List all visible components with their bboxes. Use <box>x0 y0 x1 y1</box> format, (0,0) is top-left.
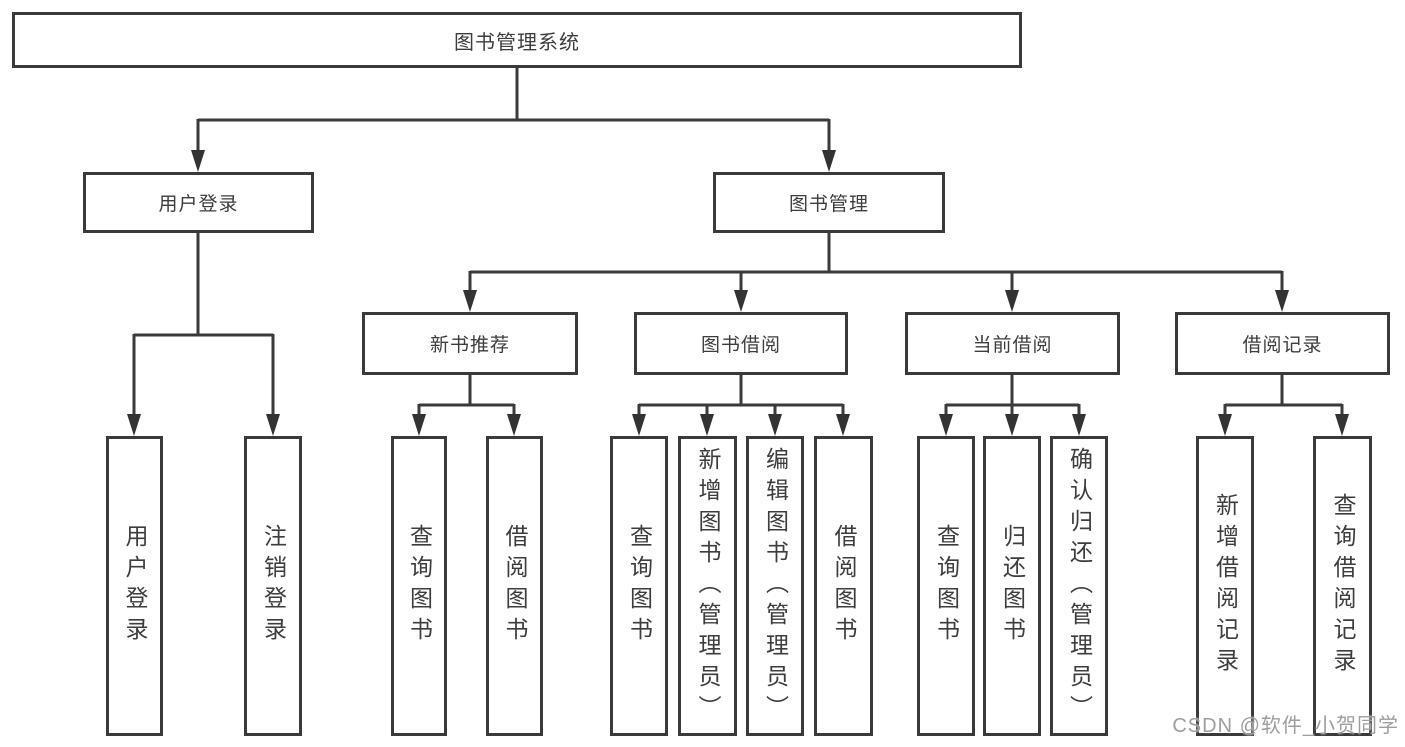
arrowhead-icons <box>127 150 1349 436</box>
leaf-query-borrow-record-label: 查询借阅记录 <box>1330 493 1356 679</box>
node-book-management: 图书管理 <box>713 172 945 233</box>
leaf-add-books-admin-label: 新增图书（管理员） <box>695 446 721 726</box>
leaf-edit-books-admin-label: 编辑图书（管理员） <box>762 446 789 726</box>
node-book-borrow-label: 图书借阅 <box>700 335 781 356</box>
node-user-login: 用户登录 <box>83 172 314 233</box>
leaf-edit-books-admin: 编辑图书（管理员） <box>746 436 804 736</box>
leaf-add-borrow-record-label: 新增借阅记录 <box>1212 493 1239 679</box>
node-root-label: 图书管理系统 <box>454 31 580 54</box>
leaf-add-borrow-record: 新增借阅记录 <box>1196 436 1254 736</box>
node-new-book-recommend-label: 新书推荐 <box>429 335 510 356</box>
leaf-query-books-borrow: 查询图书 <box>610 436 668 736</box>
leaf-return-books-label: 归还图书 <box>999 524 1026 648</box>
watermark: CSDN @软件_小贺同学 <box>1172 715 1399 737</box>
node-book-management-label: 图书管理 <box>788 194 869 215</box>
leaf-query-books-current: 查询图书 <box>917 436 975 736</box>
leaf-add-books-admin: 新增图书（管理员） <box>678 436 737 736</box>
leaf-query-borrow-record: 查询借阅记录 <box>1313 436 1372 736</box>
node-book-borrow: 图书借阅 <box>634 312 848 375</box>
leaf-query-books-recommend: 查询图书 <box>391 436 447 736</box>
node-current-borrow: 当前借阅 <box>905 312 1120 375</box>
leaf-query-books-recommend-label: 查询图书 <box>406 524 433 648</box>
leaf-user-login: 用户登录 <box>106 436 163 736</box>
leaf-confirm-return-admin-label: 确认归还（管理员） <box>1066 446 1093 726</box>
leaf-borrow-books-recommend-label: 借阅图书 <box>502 524 528 648</box>
leaf-borrow-books-label: 借阅图书 <box>831 524 857 648</box>
node-root: 图书管理系统 <box>12 12 1022 68</box>
leaf-logout-label: 注销登录 <box>260 524 287 648</box>
node-user-login-label: 用户登录 <box>158 194 239 215</box>
node-borrow-records: 借阅记录 <box>1175 312 1390 375</box>
leaf-borrow-books: 借阅图书 <box>814 436 873 736</box>
node-new-book-recommend: 新书推荐 <box>362 312 578 375</box>
leaf-logout: 注销登录 <box>244 436 302 736</box>
leaf-borrow-books-recommend: 借阅图书 <box>486 436 543 736</box>
node-borrow-records-label: 借阅记录 <box>1242 335 1323 356</box>
node-current-borrow-label: 当前借阅 <box>972 335 1053 356</box>
leaf-confirm-return-admin: 确认归还（管理员） <box>1050 436 1108 736</box>
leaf-return-books: 归还图书 <box>983 436 1041 736</box>
leaf-user-login-label: 用户登录 <box>122 524 148 648</box>
leaf-query-books-borrow-label: 查询图书 <box>626 524 653 648</box>
leaf-query-books-current-label: 查询图书 <box>933 524 960 648</box>
